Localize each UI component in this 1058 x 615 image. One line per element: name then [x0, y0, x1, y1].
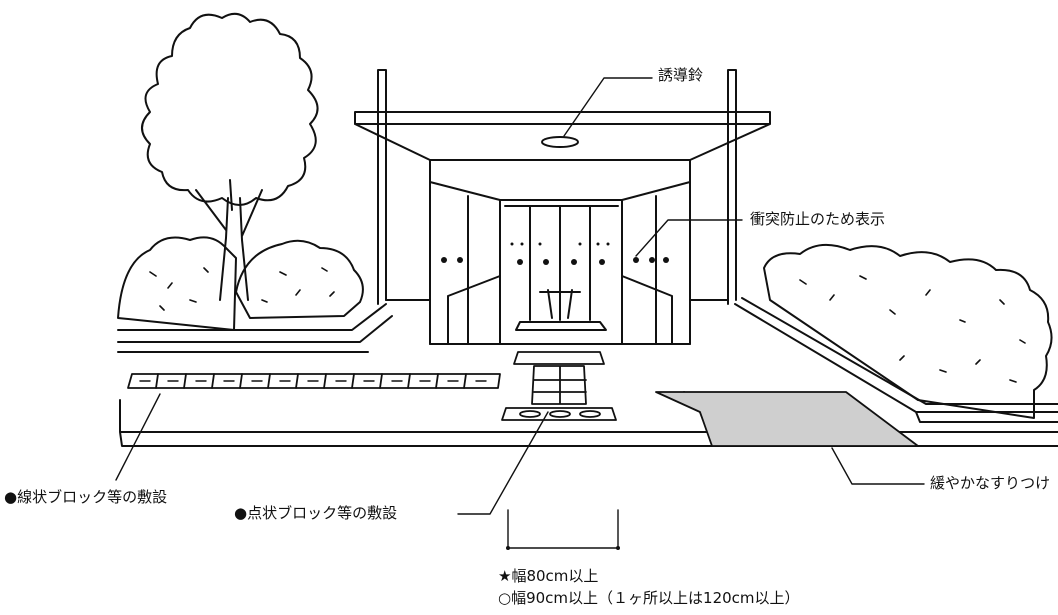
leader-guide-bell	[563, 77, 653, 137]
width-note-star: ★幅80cm以上	[498, 567, 599, 585]
building	[354, 69, 771, 345]
tree-canopy	[141, 12, 319, 206]
canopy-roof	[354, 111, 771, 161]
collision-dots	[441, 242, 669, 265]
bush-right	[763, 243, 1053, 419]
left-curb	[117, 303, 393, 353]
label-linear-block: ●線状ブロック等の敷設	[4, 488, 168, 506]
pillar-left	[377, 69, 387, 305]
label-collision-marking: 衝突防止のため表示	[750, 210, 886, 228]
bushes-right	[763, 243, 1053, 419]
label-guide-bell: 誘導鈴	[658, 66, 704, 84]
gentle-slope-area	[655, 391, 919, 447]
tree-left	[141, 12, 319, 301]
tree-trunk	[195, 179, 263, 301]
entrance-base	[385, 299, 729, 345]
bush-left-front	[235, 239, 364, 319]
width-note-circle: ○幅90cm以上（１ヶ所以上は120cm以上）	[498, 589, 800, 607]
bush-left-back	[117, 236, 237, 331]
leader-lines	[115, 77, 925, 549]
door-mullions	[467, 195, 657, 345]
pillar-right	[727, 69, 737, 305]
dot-block-group	[501, 351, 617, 421]
linear-block-row	[127, 373, 501, 389]
width-dimension	[507, 509, 619, 549]
label-dot-block: ●点状ブロック等の敷設	[234, 504, 398, 522]
label-gentle-slope: 緩やかなすりつけ	[930, 474, 1051, 492]
leader-dot-block	[457, 411, 549, 515]
leader-slope	[831, 447, 925, 485]
leader-collision	[635, 219, 743, 257]
floor-mat	[515, 289, 607, 331]
bushes-left	[117, 236, 364, 331]
right-curb	[734, 297, 1058, 423]
entrance-frame	[429, 159, 691, 345]
leader-linear-block	[115, 393, 161, 481]
guide-bell-fixture	[541, 136, 579, 148]
handrails	[447, 275, 673, 345]
